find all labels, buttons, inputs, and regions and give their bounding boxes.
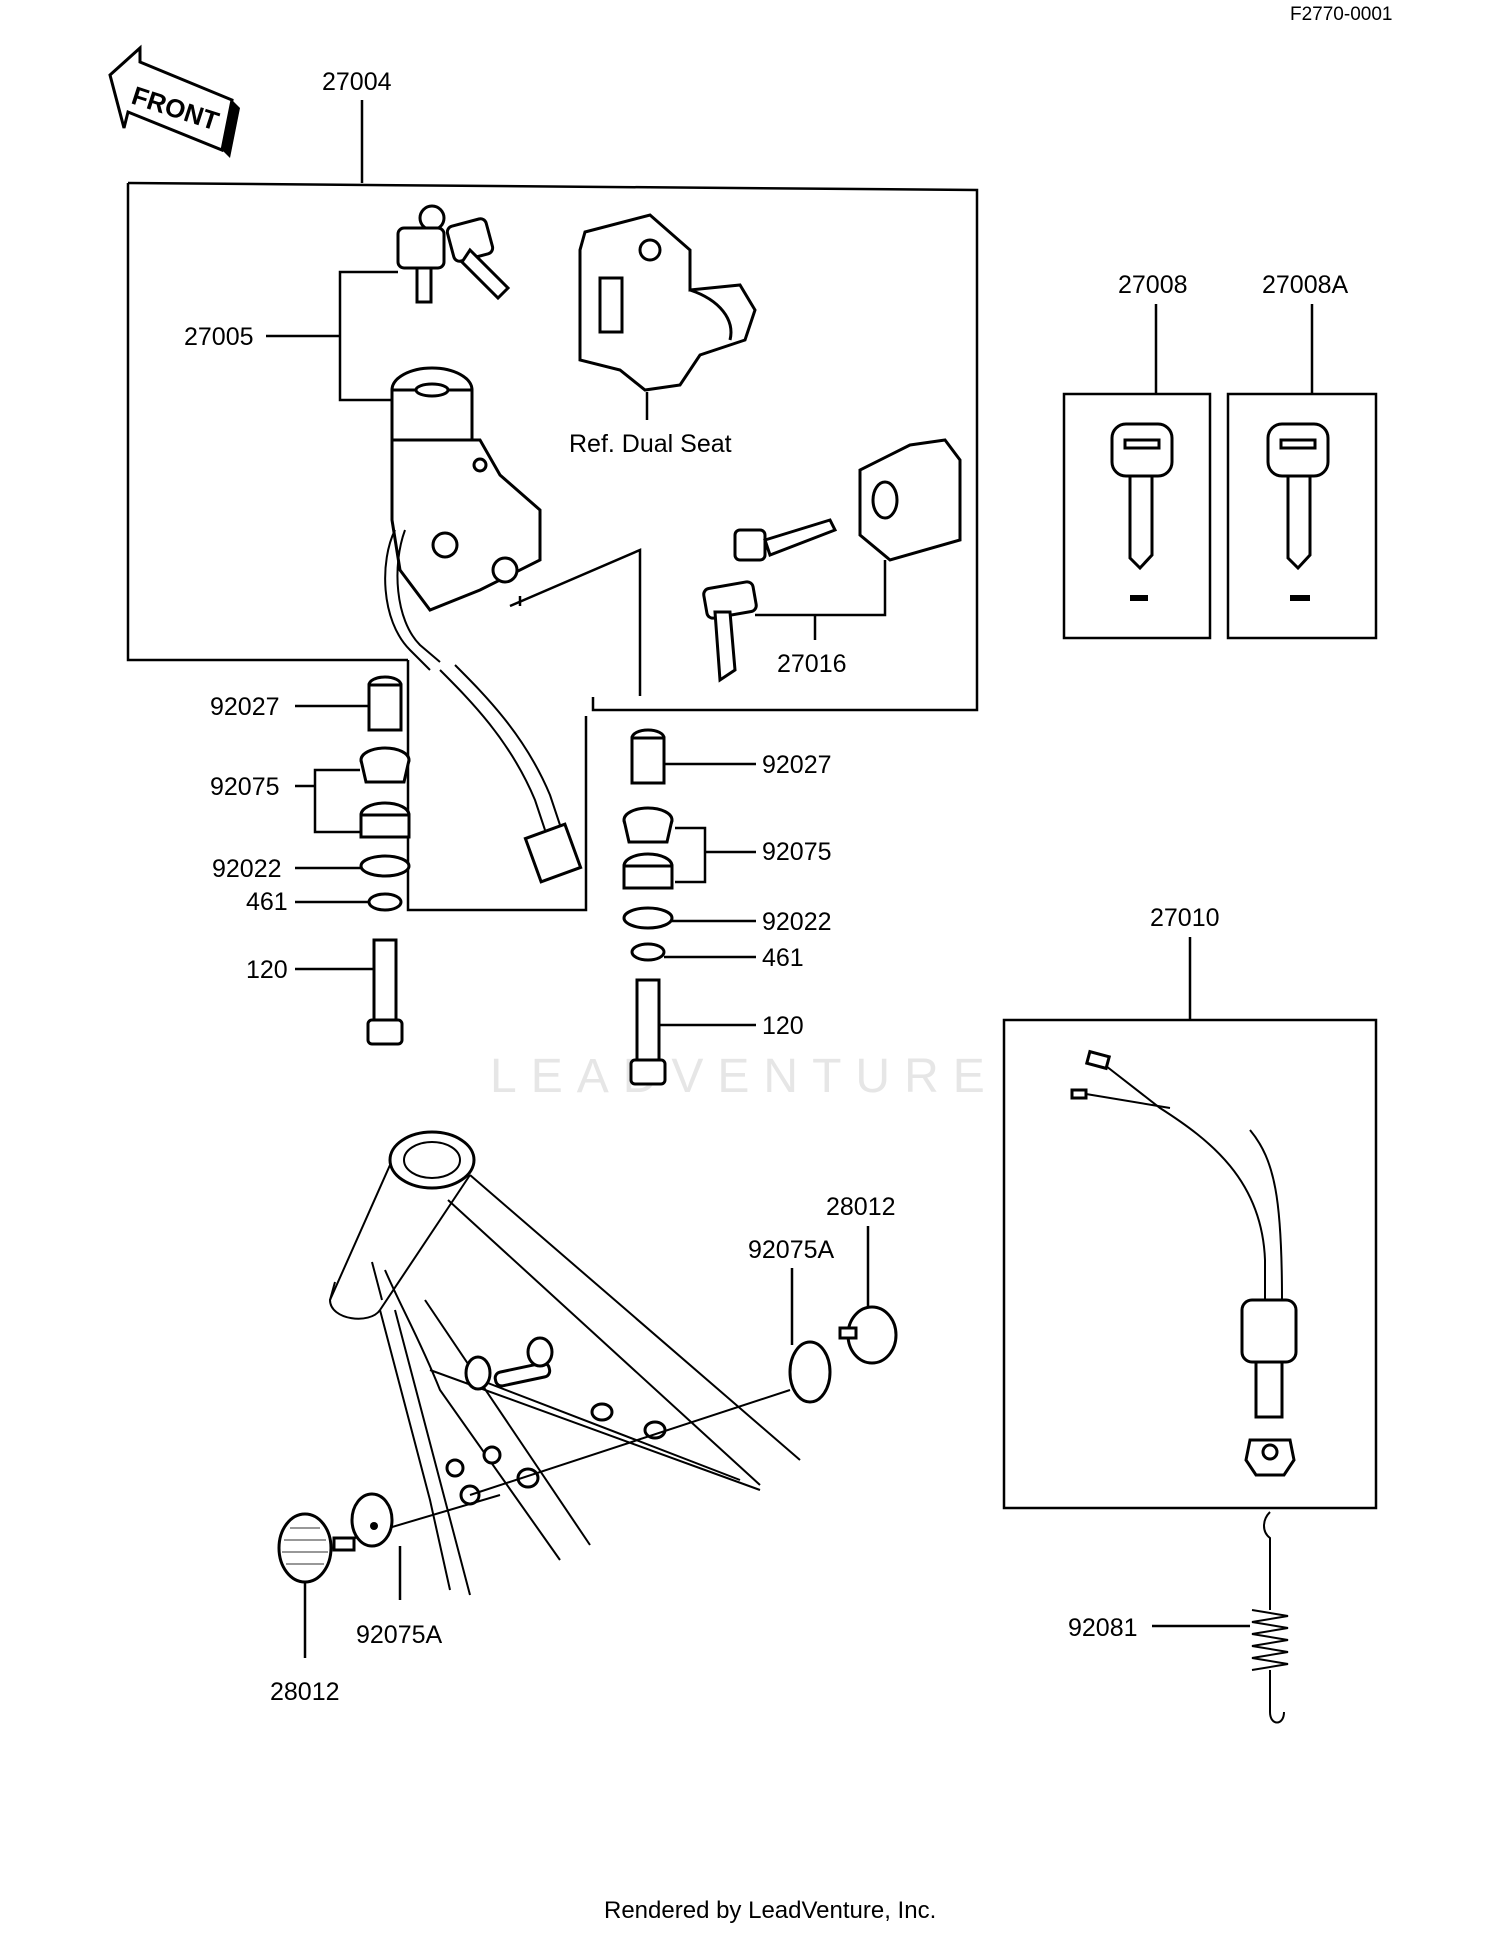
- key-27008: [1110, 422, 1174, 601]
- footer-credit: Rendered by LeadVenture, Inc.: [604, 1897, 936, 1924]
- key-27008A: [1266, 422, 1330, 601]
- part-label-92022-right: 92022: [762, 908, 832, 936]
- part-label-120-left: 120: [246, 956, 288, 984]
- right-mount-hardware: [622, 728, 674, 1086]
- part-label-27016: 27016: [777, 650, 847, 678]
- part-label-27008: 27008: [1118, 271, 1188, 299]
- dual-seat-lock: [578, 213, 757, 392]
- part-label-27010: 27010: [1150, 904, 1220, 932]
- left-mount-hardware: [359, 675, 411, 1046]
- front-arrow-icon: FRONT: [108, 44, 240, 158]
- part-label-92075A-top: 92075A: [748, 1236, 835, 1264]
- spring-92081: [1251, 1511, 1289, 1724]
- part-label-461-left: 461: [246, 888, 288, 916]
- part-label-27008A: 27008A: [1262, 271, 1349, 299]
- part-label-28012-bottom: 28012: [270, 1678, 340, 1706]
- part-label-92027-left: 92027: [210, 693, 280, 721]
- part-label-92075-left: 92075: [210, 773, 280, 801]
- part-label-27004: 27004: [322, 68, 392, 96]
- part-label-92081: 92081: [1068, 1614, 1138, 1642]
- reflector-top-pair: [788, 1305, 898, 1404]
- part-label-28012-top: 28012: [826, 1193, 896, 1221]
- helmet-lock-27016: [702, 438, 962, 683]
- part-label-120-right: 120: [762, 1012, 804, 1040]
- part-label-92075A-bottom: 92075A: [356, 1621, 443, 1649]
- diagram-code: F2770-0001: [1290, 4, 1392, 25]
- part-label-27005: 27005: [184, 323, 254, 351]
- ref-note-dual-seat: Ref. Dual Seat: [569, 430, 732, 458]
- ignition-wire-connector: [439, 548, 642, 884]
- ignition-switch: [384, 366, 542, 671]
- part-label-92075-right: 92075: [762, 838, 832, 866]
- ignition-keys-27005: [396, 204, 511, 304]
- frame-head-pipe: [328, 1130, 801, 1596]
- stop-lamp-switch-27010: [1070, 1049, 1298, 1477]
- watermark: LEADVENTURE: [490, 1050, 999, 1103]
- part-label-92022-left: 92022: [212, 855, 282, 883]
- part-label-461-right: 461: [762, 944, 804, 972]
- reflector-bottom-pair: [277, 1492, 394, 1584]
- part-label-92027-right: 92027: [762, 751, 832, 779]
